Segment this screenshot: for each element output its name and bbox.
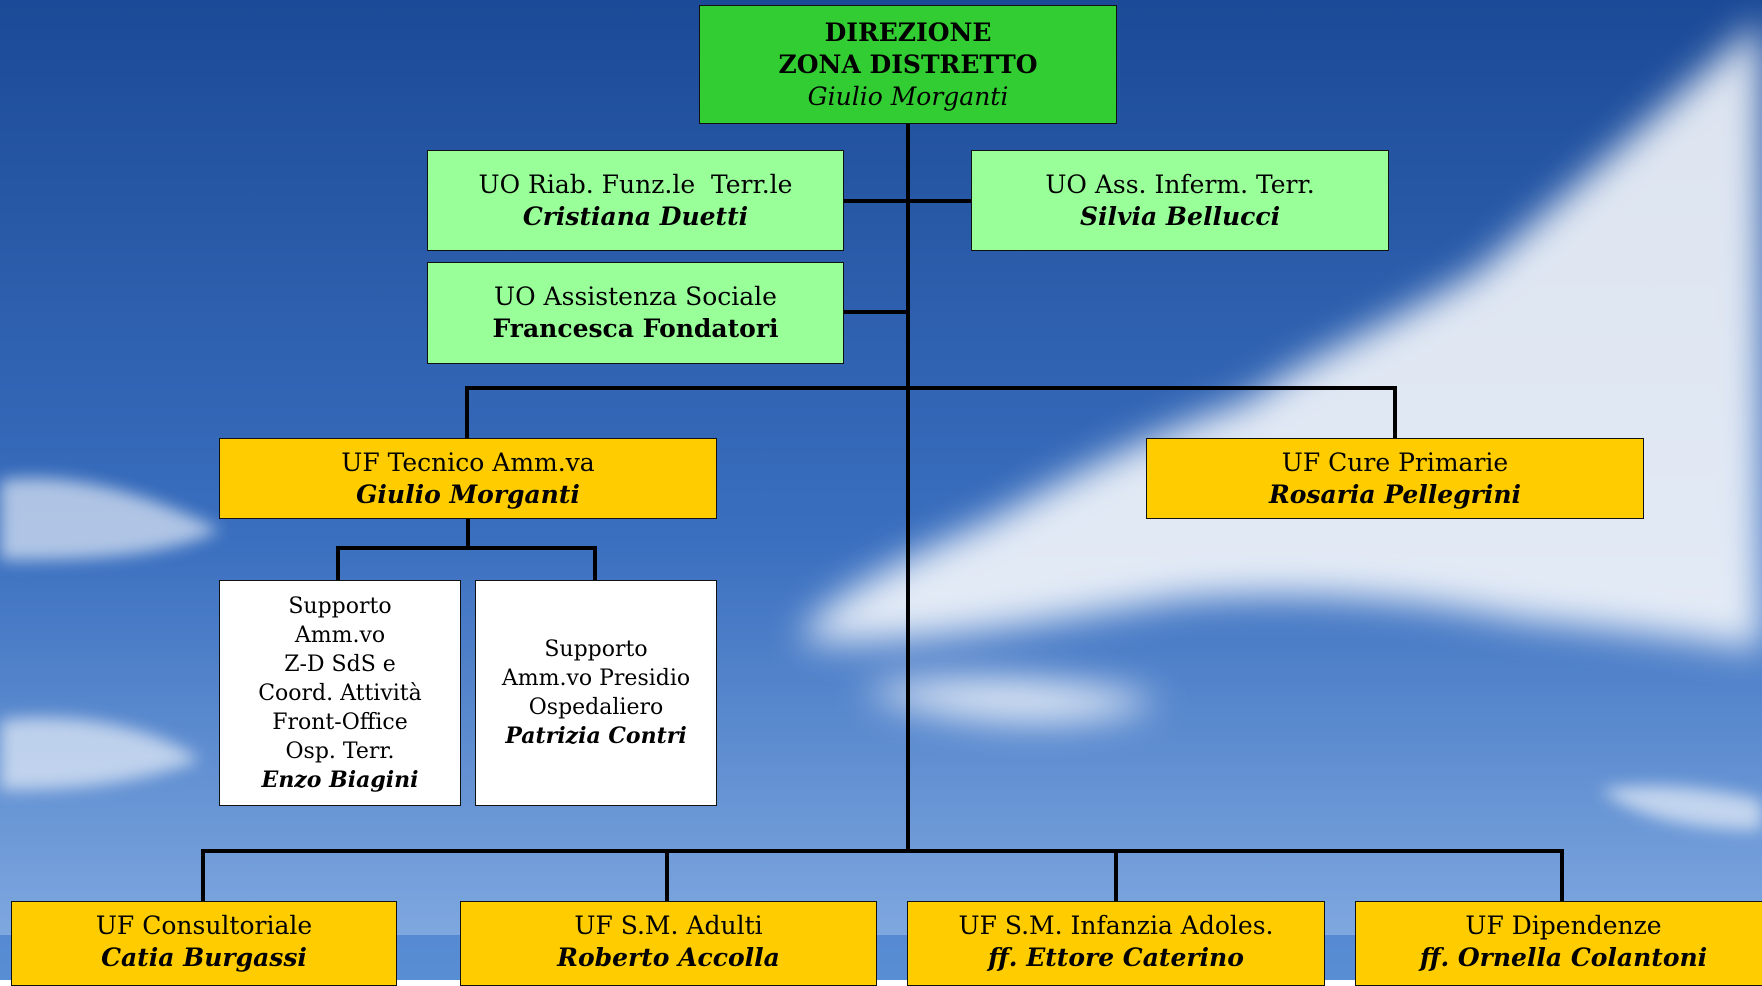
uf-sm-infanzia-person: ff. Ettore Caterino <box>988 943 1244 972</box>
uf-sm-infanzia-box: UF S.M. Infanzia Adoles. ff. Ettore Cate… <box>907 901 1325 986</box>
uf-cure-label: UF Cure Primarie <box>1281 447 1509 477</box>
uf-tecnico-label: UF Tecnico Amm.va <box>341 447 595 477</box>
uo-riab-label: UO Riab. Funz.le Terr.le <box>478 169 793 199</box>
uo-sociale-label: UO Assistenza Sociale <box>494 282 777 311</box>
support-presidio-box: Supporto Amm.vo Presidio Ospedaliero Pat… <box>475 580 717 806</box>
uf-cure-box: UF Cure Primarie Rosaria Pellegrini <box>1146 438 1644 519</box>
uf-consultoriale-box: UF Consultoriale Catia Burgassi <box>11 901 397 986</box>
support-presidio-person: Patrizia Contri <box>505 723 687 749</box>
uo-riab-person: Cristiana Duetti <box>522 201 749 231</box>
support-zd-box: Supporto Amm.vo Z-D SdS e Coord. Attivit… <box>219 580 461 806</box>
uf-dipendenze-person: ff. Ornella Colantoni <box>1419 943 1708 972</box>
support-zd-line: Amm.vo <box>294 622 386 648</box>
connector-bottom-2 <box>665 849 669 901</box>
uf-sm-adulti-label: UF S.M. Adulti <box>574 911 763 940</box>
connector-support-bar <box>336 546 597 550</box>
support-presidio-line: Supporto <box>544 637 648 662</box>
cloud-wisps <box>0 478 1762 830</box>
connector-uo-sociale <box>842 310 908 314</box>
support-zd-line: Osp. Terr. <box>285 738 395 764</box>
uo-inferm-box: UO Ass. Inferm. Terr. Silvia Bellucci <box>971 150 1389 251</box>
connector-trunk <box>906 124 910 852</box>
support-zd-line: Coord. Attività <box>258 680 422 706</box>
uf-tecnico-box: UF Tecnico Amm.va Giulio Morganti <box>219 438 717 519</box>
connector-bottom-bar <box>201 849 1564 853</box>
uf-sm-infanzia-label: UF S.M. Infanzia Adoles. <box>958 911 1274 940</box>
uo-inferm-person: Silvia Bellucci <box>1079 201 1281 231</box>
connector-support-zd <box>336 546 340 580</box>
connector-support-presidio <box>593 546 597 580</box>
direction-person: Giulio Morganti <box>807 81 1009 111</box>
uf-sm-adulti-box: UF S.M. Adulti Roberto Accolla <box>460 901 877 986</box>
uf-dipendenze-label: UF Dipendenze <box>1465 911 1662 940</box>
support-presidio-line: Ospedaliero <box>528 695 664 720</box>
direction-box: DIREZIONE ZONA DISTRETTO Giulio Morganti <box>699 5 1117 124</box>
uf-tecnico-person: Giulio Morganti <box>356 479 580 509</box>
uf-cure-person: Rosaria Pellegrini <box>1268 479 1522 509</box>
uo-riab-box: UO Riab. Funz.le Terr.le Cristiana Duett… <box>427 150 844 251</box>
support-zd-person: Enzo Biagini <box>261 766 419 793</box>
support-zd-line: Supporto <box>288 593 392 619</box>
direction-line1: DIREZIONE <box>824 17 992 47</box>
connector-uo-riab <box>842 199 972 203</box>
direction-line2: ZONA DISTRETTO <box>778 49 1038 79</box>
uf-sm-adulti-person: Roberto Accolla <box>557 943 780 972</box>
connector-uf-bar <box>465 386 1397 390</box>
uf-consultoriale-label: UF Consultoriale <box>95 911 313 940</box>
uo-inferm-label: UO Ass. Inferm. Terr. <box>1045 169 1315 199</box>
connector-bottom-3 <box>1114 849 1118 901</box>
uo-sociale-person: Francesca Fondatori <box>492 314 779 343</box>
connector-support-stem <box>466 516 470 548</box>
connector-uf-cure <box>1393 386 1397 438</box>
support-zd-line: Z-D SdS e <box>284 651 396 677</box>
support-presidio-line: Amm.vo Presidio <box>501 666 691 691</box>
connector-bottom-4 <box>1560 849 1564 901</box>
uf-dipendenze-box: UF Dipendenze ff. Ornella Colantoni <box>1355 901 1762 986</box>
connector-uf-tecnico <box>465 386 469 438</box>
uf-consultoriale-person: Catia Burgassi <box>101 943 307 972</box>
connector-bottom-1 <box>201 849 205 901</box>
support-zd-line: Front-Office <box>272 709 408 735</box>
uo-sociale-box: UO Assistenza Sociale Francesca Fondator… <box>427 262 844 364</box>
